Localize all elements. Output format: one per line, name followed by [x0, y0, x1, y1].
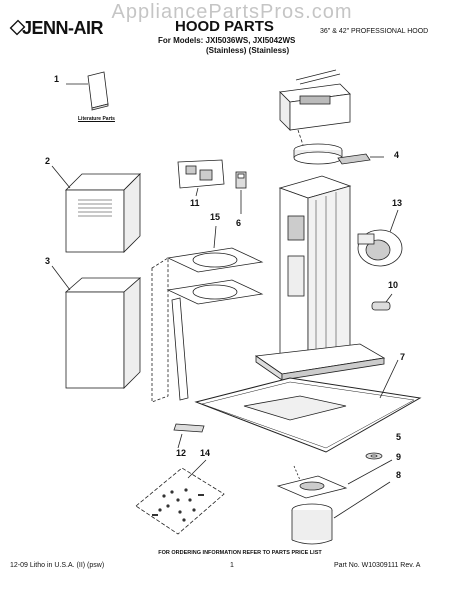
part-6-switch-icon — [235, 171, 247, 214]
callout-15: 15 — [210, 212, 221, 222]
part-1-literature-icon — [66, 71, 109, 111]
ordering-note: FOR ORDERING INFORMATION REFER TO PARTS … — [158, 550, 322, 556]
watermark-text: AppliancePartsPros.com — [111, 1, 353, 23]
hood-size-label: 36" & 42" PROFESSIONAL HOOD — [320, 28, 429, 35]
callout-9: 9 — [396, 452, 402, 462]
part-7-canopy-glass-icon — [194, 359, 422, 453]
callout-6: 6 — [236, 218, 242, 228]
callout-5: 5 — [396, 432, 402, 442]
models-line: For Models: JXI5036WS, JXI5042WS — [158, 36, 296, 45]
part-4-damper-ring-icon — [293, 143, 384, 165]
top-duct-transition-icon — [279, 69, 351, 155]
footer-part-number: Part No. W10309111 Rev. A — [334, 562, 421, 569]
callout-11: 11 — [190, 198, 200, 208]
literature-parts-label: Literature Parts — [78, 116, 115, 122]
part-12-mounting-clip-icon — [173, 423, 205, 449]
footer-print-info: 12-09 Litho in U.S.A. (II) (psw) — [10, 562, 105, 569]
callout-1: 1 — [54, 74, 60, 84]
part-5-washer-icon — [365, 452, 383, 460]
variants-line: (Stainless) (Stainless) — [206, 46, 290, 55]
callout-12: 12 — [176, 448, 187, 458]
page-title: HOOD PARTS — [175, 18, 274, 35]
part-14-hardware-bag-icon — [135, 459, 225, 535]
part-11-control-board-icon — [177, 159, 225, 197]
part-13-blower-motor-icon — [357, 209, 403, 267]
callout-4: 4 — [394, 150, 400, 160]
footer-page-number: 1 — [230, 562, 234, 569]
callout-3: 3 — [45, 256, 51, 266]
callout-14: 14 — [200, 448, 211, 458]
part-9-mounting-plate-icon — [276, 459, 393, 499]
part-3-lower-duct-cover-icon — [51, 265, 142, 389]
callout-7: 7 — [400, 352, 406, 362]
part-8-duct-connector-icon — [291, 481, 391, 545]
central-chimney-assembly-icon — [254, 175, 386, 381]
callout-13: 13 — [392, 198, 403, 208]
callout-10: 10 — [388, 280, 399, 290]
part-15-filter-frames-icon — [151, 225, 264, 403]
callout-8: 8 — [396, 470, 402, 480]
callout-2: 2 — [45, 156, 51, 166]
brand-name: JENN-AIR — [22, 18, 104, 38]
part-2-upper-duct-cover-icon — [51, 165, 141, 253]
part-10-capacitor-icon — [371, 293, 393, 311]
